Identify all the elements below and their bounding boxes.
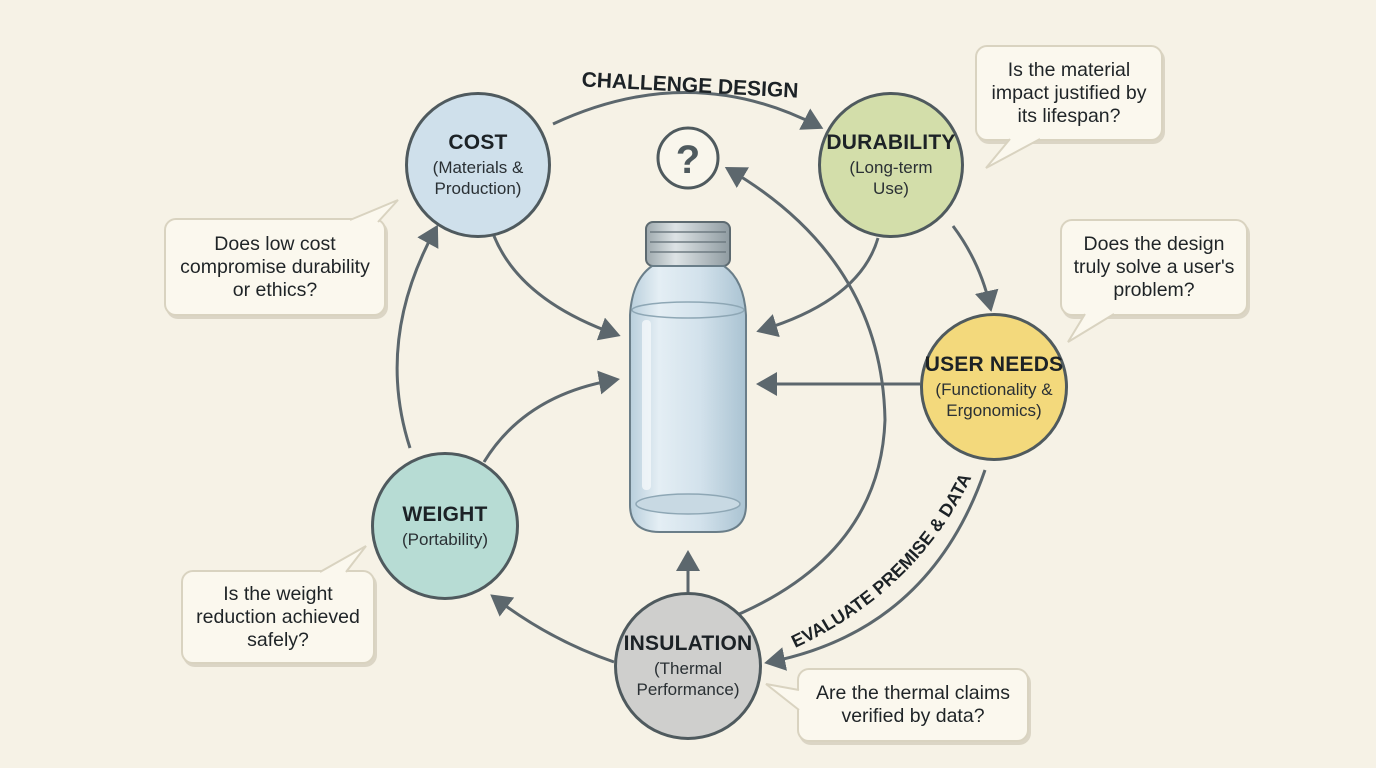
node-user-needs-title: USER NEEDS (924, 353, 1064, 376)
node-durability: DURABILITY (Long-term Use) (818, 92, 964, 238)
label-challenge-design: CHALLENGE DESIGN (581, 68, 799, 102)
node-insulation-subtitle: (Thermal Performance) (636, 659, 740, 699)
label-evaluate-premise: EVALUATE PREMISE & DATA (788, 470, 975, 652)
arrow-insulation-to-question (719, 166, 887, 624)
node-user-needs-subtitle: (Functionality & Ergonomics) (935, 380, 1053, 420)
node-insulation-title: INSULATION (623, 632, 753, 655)
node-cost-title: COST (448, 131, 508, 154)
node-weight: WEIGHT (Portability) (371, 452, 519, 600)
question-mark-text: ? (676, 138, 700, 182)
question-bubble-user-needs: Does the design truly solve a user's pro… (1060, 219, 1248, 316)
question-bubble-insulation: Are the thermal claims verified by data? (797, 668, 1029, 742)
question-bubble-weight: Is the weight reduction achieved safely? (181, 570, 375, 664)
water-bottle-icon (629, 221, 747, 533)
arrow-cost-to-bottle (492, 235, 621, 341)
arrow-weight-to-cost (395, 224, 439, 449)
node-weight-title: WEIGHT (402, 502, 488, 526)
node-durability-title: DURABILITY (826, 131, 956, 154)
arrow-userneeds-to-insulation (764, 469, 987, 671)
arrow-cost-to-durability (552, 91, 824, 130)
arrow-durability-to-userneeds (951, 225, 999, 312)
node-user-needs: USER NEEDS (Functionality & Ergonomics) (920, 313, 1068, 461)
node-cost-subtitle: (Materials & Production) (432, 158, 524, 198)
question-mark-icon: ? (656, 126, 720, 190)
node-weight-subtitle: (Portability) (402, 529, 488, 549)
arrow-durability-to-bottle (756, 237, 880, 338)
node-durability-subtitle: (Long-term Use) (849, 158, 933, 198)
question-bubble-durability: Is the material impact justified by its … (975, 45, 1163, 141)
question-bubble-cost: Does low cost compromise durability or e… (164, 218, 386, 316)
node-cost: COST (Materials & Production) (405, 92, 551, 238)
node-insulation: INSULATION (Thermal Performance) (614, 592, 762, 740)
arrow-weight-to-bottle (482, 370, 620, 463)
label-evaluate-premise-path: EVALUATE PREMISE & DATA (788, 470, 975, 652)
arrow-insulation-to-weight (490, 594, 615, 664)
